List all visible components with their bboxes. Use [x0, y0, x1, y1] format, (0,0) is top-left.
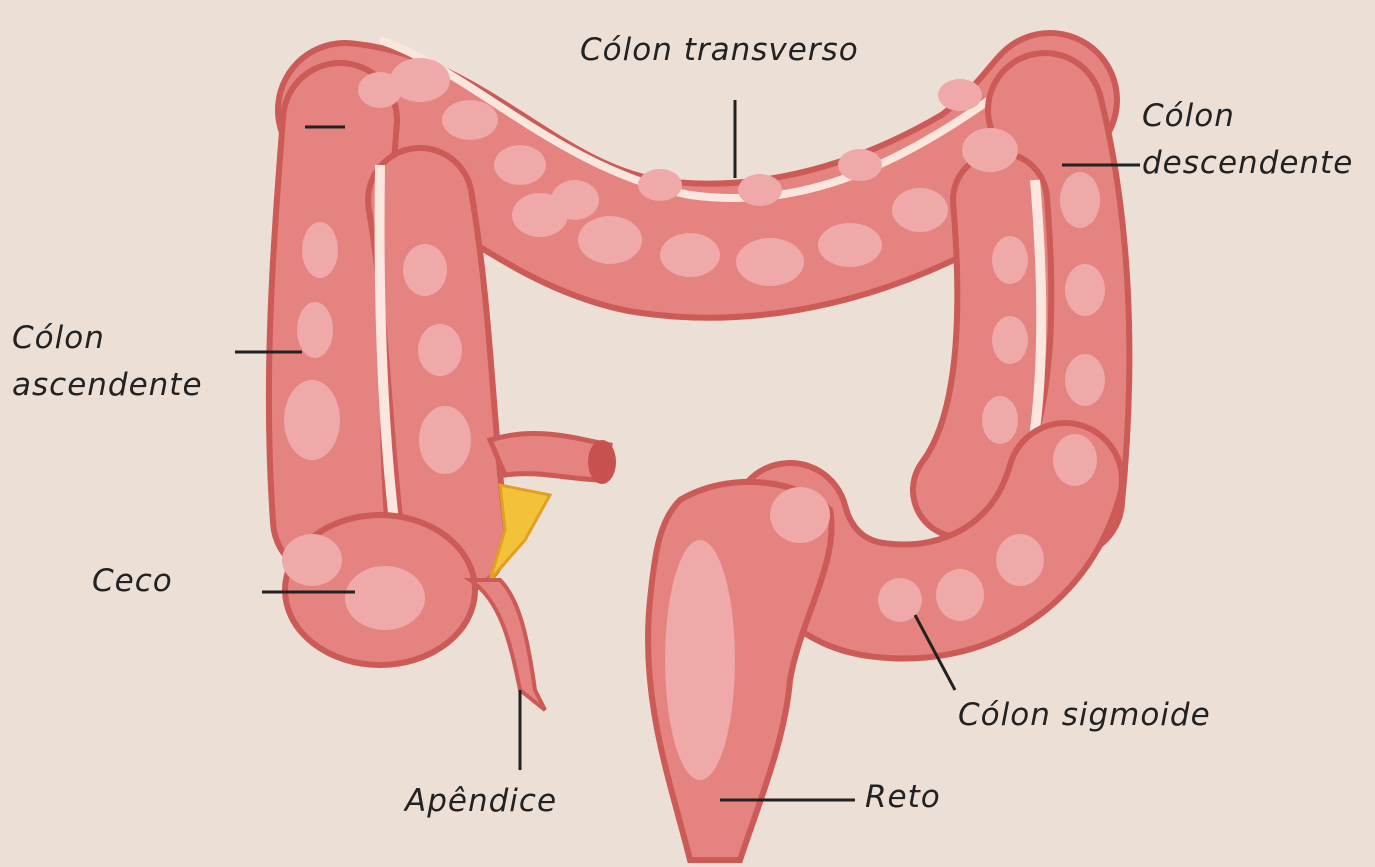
label-descending-colon-line2: descendente: [1142, 137, 1353, 190]
ileum-stub: [490, 434, 616, 580]
cecum: [282, 515, 475, 665]
label-ascending-colon: Cólon ascendente: [12, 312, 203, 411]
label-sigmoid-colon: Cólon sigmoide: [958, 700, 1211, 731]
label-ascending-colon-line2: ascendente: [12, 359, 203, 412]
label-rectum: Reto: [865, 782, 941, 813]
label-descending-colon: Cólon descendente: [1142, 90, 1353, 189]
label-transverse-colon: Cólon transverso: [580, 35, 859, 66]
rectum: [648, 482, 832, 860]
label-descending-colon-line1: Cólon: [1142, 90, 1353, 143]
label-appendix: Apêndice: [405, 786, 557, 817]
label-cecum: Ceco: [92, 566, 173, 597]
label-ascending-colon-line1: Cólon: [12, 312, 203, 365]
appendix: [470, 580, 545, 710]
